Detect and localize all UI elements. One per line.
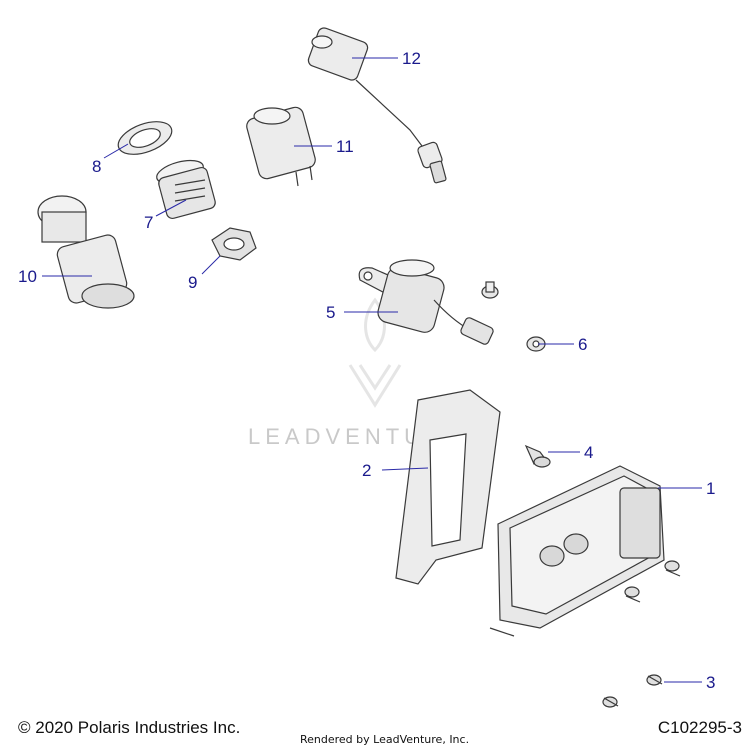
part-6-fastener — [526, 336, 546, 352]
leader-2 — [381, 467, 429, 471]
callout-4: 4 — [584, 443, 593, 462]
part-2-bracket — [395, 389, 501, 585]
callout-7: 7 — [144, 213, 153, 232]
leader-lines — [42, 57, 702, 683]
diagram-code: C102295-3 — [657, 718, 742, 737]
part-5-solenoid — [358, 259, 494, 345]
callout-numbers: 1 2 3 4 5 6 7 8 9 10 11 12 — [18, 49, 715, 692]
part-1-ecu — [489, 465, 665, 637]
leader-7 — [155, 199, 187, 217]
part-7-socket — [156, 159, 216, 220]
callout-12: 12 — [402, 49, 421, 68]
callout-6: 6 — [578, 335, 587, 354]
callout-5: 5 — [326, 303, 335, 322]
callout-10: 10 — [18, 267, 37, 286]
callout-11: 11 — [336, 137, 354, 156]
callout-2: 2 — [362, 461, 371, 480]
callout-8: 8 — [92, 157, 101, 176]
part-8-ring-nut — [117, 121, 173, 155]
rendered-by-text: Rendered by LeadVenture, Inc. — [300, 733, 470, 746]
copyright-text: © 2020 Polaris Industries Inc. — [18, 718, 241, 737]
callout-3: 3 — [706, 673, 715, 692]
callout-9: 9 — [188, 273, 197, 292]
callout-1: 1 — [706, 479, 715, 498]
part-12-sensor — [307, 27, 447, 184]
leader-8 — [103, 143, 129, 159]
part-11-relay — [246, 106, 316, 187]
part-9-hex-nut — [211, 227, 257, 261]
fastener-near-5 — [481, 281, 499, 299]
part-10-switch — [37, 195, 135, 309]
part-4-screw — [524, 444, 551, 468]
part-3-screws — [602, 560, 681, 708]
leader-9 — [201, 255, 221, 275]
